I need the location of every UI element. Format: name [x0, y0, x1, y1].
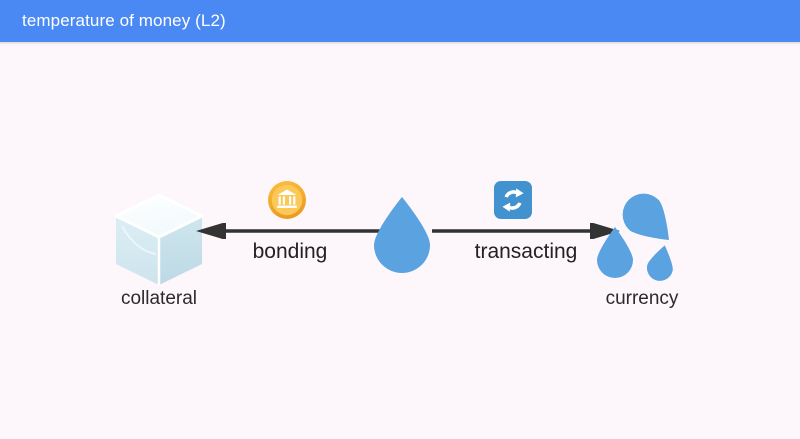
title-bar: temperature of money (L2): [0, 0, 800, 42]
bank-coin-icon: [267, 180, 307, 220]
title-bar-shadow: [0, 42, 800, 45]
edge-label-bonding: bonding: [252, 240, 328, 263]
edge-label-transacting: transacting: [474, 240, 578, 263]
node-label-currency: currency: [605, 288, 679, 309]
node-label-collateral: collateral: [120, 288, 198, 309]
page-title: temperature of money (L2): [22, 11, 226, 30]
arrow-bonding: [196, 223, 384, 239]
arrow-transacting: [432, 223, 620, 239]
water-drop-icon: [372, 195, 432, 273]
ice-cube-icon: [112, 192, 206, 288]
diagram-area: collateral bonding: [0, 45, 800, 439]
three-water-drops-icon: [592, 187, 692, 287]
repeat-arrows-icon: [494, 181, 532, 219]
